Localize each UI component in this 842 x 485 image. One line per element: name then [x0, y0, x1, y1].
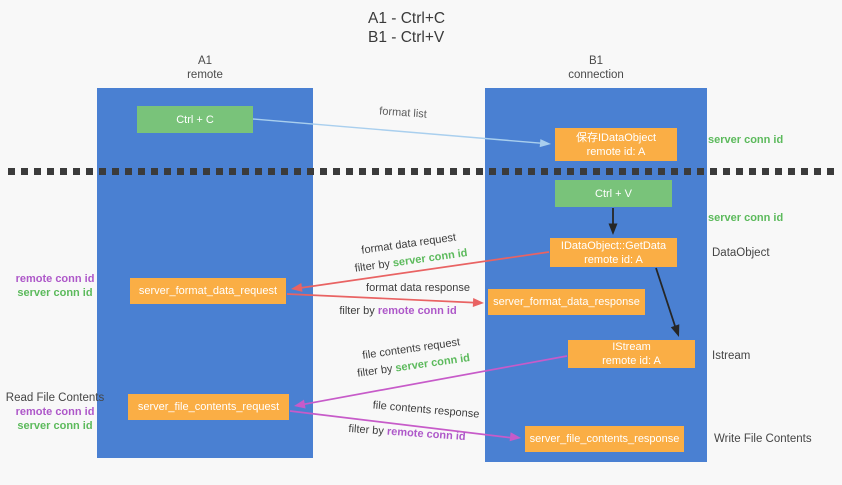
remote-conn-id-label: remote conn id	[15, 406, 95, 418]
node-server-format-data-request: server_format_data_request	[130, 278, 286, 304]
node-server-file-contents-response: server_file_contents_response	[525, 426, 684, 452]
arrow-format-data-request	[291, 251, 550, 292]
lane-a-role: remote	[187, 69, 223, 81]
lane-b-role: connection	[568, 69, 624, 81]
arrow-getdata-to-istream	[655, 267, 680, 337]
node-ctrl-c-label: Ctrl + C	[176, 113, 214, 126]
arrow-format-data-response	[286, 293, 484, 307]
node-idataobject-getdata-line2: remote id: A	[584, 253, 643, 266]
node-server-format-data-response-label: server_format_data_response	[493, 296, 640, 308]
node-idataobject-getdata-line1: IDataObject::GetData	[560, 239, 667, 252]
lane-b-header: B1 connection	[485, 54, 707, 82]
node-save-idataobject-line2: remote id: A	[586, 145, 646, 158]
node-save-idataobject: 保存IDataObject remote id: A	[555, 128, 677, 161]
node-istream: IStream remote id: A	[568, 340, 695, 368]
arrow-format-list	[252, 118, 551, 148]
node-ctrl-v-label: Ctrl + V	[595, 187, 632, 200]
remote-conn-id-text: remote conn id	[377, 305, 457, 317]
node-save-idataobject-line1: 保存IDataObject	[575, 131, 657, 144]
server-conn-id-label: server conn id	[17, 420, 93, 432]
node-ctrl-v: Ctrl + V	[555, 180, 672, 207]
remote-conn-id-text: remote conn id	[386, 425, 466, 444]
filter-by-text: filter by	[353, 257, 394, 275]
side-label-read-file-contents-group: Read File Contents remote conn id server…	[0, 391, 110, 433]
side-label-istream: Istream	[712, 350, 751, 362]
node-ctrl-c: Ctrl + C	[137, 106, 253, 133]
node-server-format-data-response: server_format_data_response	[488, 289, 645, 315]
lane-a-name: A1	[197, 55, 213, 67]
side-label-dataobject: DataObject	[712, 247, 770, 259]
arrow-ctrlv-to-getdata	[608, 208, 618, 235]
filter-by-text: filter by	[348, 422, 388, 438]
side-label-server-conn-id-mid: server conn id	[708, 212, 784, 224]
node-idataobject-getdata: IDataObject::GetData remote id: A	[550, 238, 677, 267]
edge-label-format-data-response: format data response	[366, 282, 470, 294]
remote-conn-id-label: remote conn id	[15, 273, 95, 285]
node-istream-line2: remote id: A	[602, 355, 661, 367]
side-label-conn-ids-format: remote conn id server conn id	[0, 272, 110, 300]
title-line-1: A1 - Ctrl+C	[368, 10, 446, 27]
side-label-server-conn-id-top: server conn id	[708, 134, 784, 146]
edge-label-filter-by-remote-conn-id: filter by remote conn id	[323, 303, 473, 320]
arrow-file-contents-response	[289, 410, 521, 442]
arrow-file-contents-request	[294, 355, 568, 409]
section-divider-dotted-line	[8, 168, 834, 175]
diagram-title: A1 - Ctrl+C B1 - Ctrl+V	[368, 9, 445, 47]
node-server-format-data-request-label: server_format_data_request	[138, 285, 278, 297]
node-server-file-contents-request-label: server_file_contents_request	[137, 401, 280, 413]
title-line-2: B1 - Ctrl+V	[368, 29, 445, 46]
read-file-contents-label: Read File Contents	[5, 392, 105, 404]
side-label-write-file-contents: Write File Contents	[714, 433, 812, 445]
lane-a-header: A1 remote	[97, 54, 313, 82]
filter-by-text: filter by	[339, 305, 378, 317]
node-istream-line1: IStream	[612, 341, 651, 353]
filter-by-text: filter by	[356, 362, 397, 380]
server-conn-id-label: server conn id	[17, 287, 93, 299]
node-server-file-contents-response-label: server_file_contents_response	[529, 433, 680, 445]
lane-b-name: B1	[588, 55, 604, 67]
node-server-file-contents-request: server_file_contents_request	[128, 394, 289, 420]
